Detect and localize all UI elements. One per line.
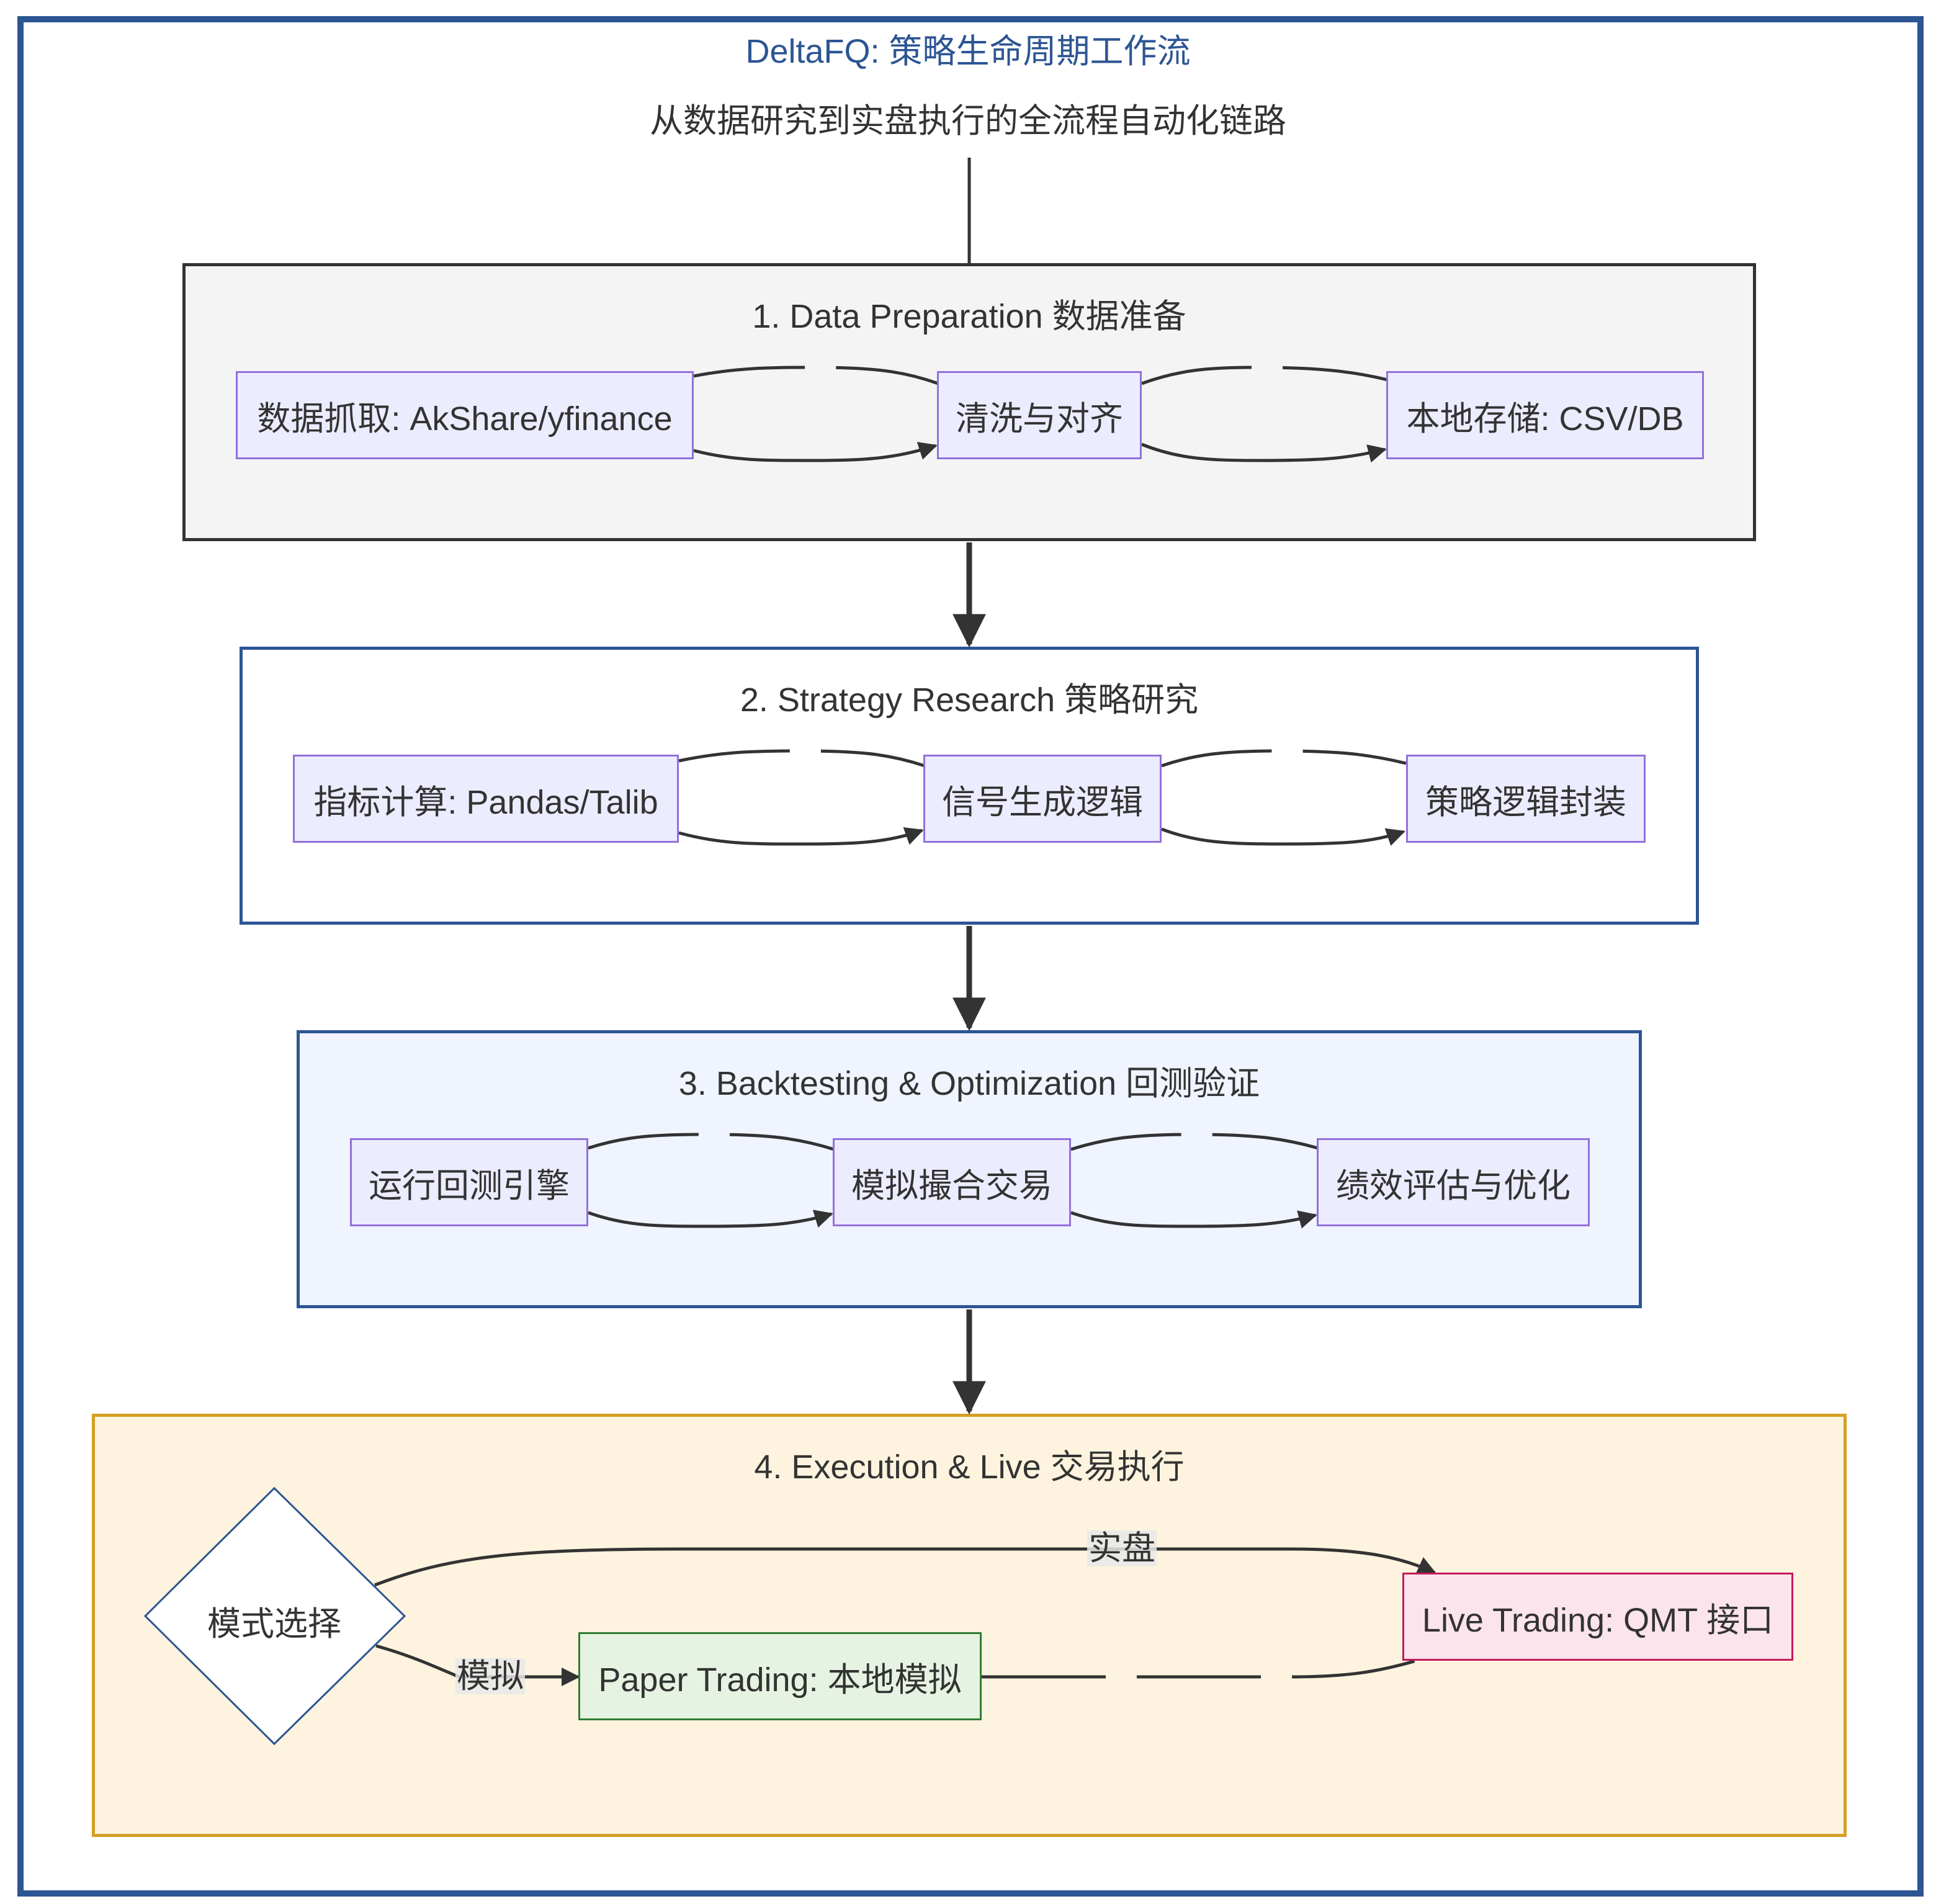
decision-label: 模式选择 [207, 1605, 341, 1643]
edge-decision-to-live [374, 1547, 1436, 1587]
edge-c3-b-c-dashed [1070, 1133, 1319, 1151]
edge-c3-a-b-dashed [588, 1133, 835, 1151]
edge-label-paper: 模拟 [455, 1658, 525, 1695]
decision-diamond [143, 1486, 406, 1746]
edge-c2-b-c [1161, 827, 1405, 846]
cluster-label: 2. Strategy Research 策略研究 [740, 681, 1199, 719]
cluster-label: 1. Data Preparation 数据准备 [752, 298, 1186, 335]
node-signal-logic: 信号生成逻辑 [923, 755, 1162, 843]
edge-c3-b-c [1070, 1210, 1317, 1229]
edge-c3-a-b [588, 1210, 833, 1228]
edge-c1-a-b-dashed [693, 366, 939, 385]
edge-c2-a-b [678, 827, 924, 846]
node-performance-eval: 绩效评估与优化 [1317, 1138, 1590, 1226]
node-live-trading: Live Trading: QMT 接口 [1402, 1573, 1793, 1661]
node-data-fetch: 数据抓取: AkShare/yfinance [236, 371, 694, 459]
cluster-label: 3. Backtesting & Optimization 回测验证 [678, 1065, 1260, 1102]
edge-label-live: 实盘 [1087, 1530, 1157, 1567]
edge-c1-b-c [1141, 442, 1387, 463]
node-local-storage: 本地存储: CSV/DB [1386, 371, 1704, 459]
diagram-subtitle: 从数据研究到实盘执行的全流程自动化链路 [650, 102, 1286, 140]
node-indicator-calc: 指标计算: Pandas/Talib [293, 755, 679, 843]
edge-c2-a-b-dashed [678, 749, 925, 768]
node-clean-align: 清洗与对齐 [937, 371, 1142, 459]
edge-paper-to-live-dashed [982, 1659, 1417, 1679]
cluster-label: 4. Execution & Live 交易执行 [754, 1448, 1185, 1486]
node-paper-trading: Paper Trading: 本地模拟 [578, 1632, 982, 1720]
edge-c2-b-c-dashed [1161, 749, 1407, 768]
edge-c1-b-c-dashed [1141, 366, 1388, 385]
node-run-backtest: 运行回测引擎 [350, 1138, 588, 1226]
diagram-title: DeltaFQ: 策略生命周期工作流 [745, 33, 1191, 70]
node-simulate-match: 模拟撮合交易 [833, 1138, 1071, 1226]
edge-c1-a-b [693, 442, 938, 462]
node-strategy-wrap: 策略逻辑封装 [1406, 755, 1646, 843]
